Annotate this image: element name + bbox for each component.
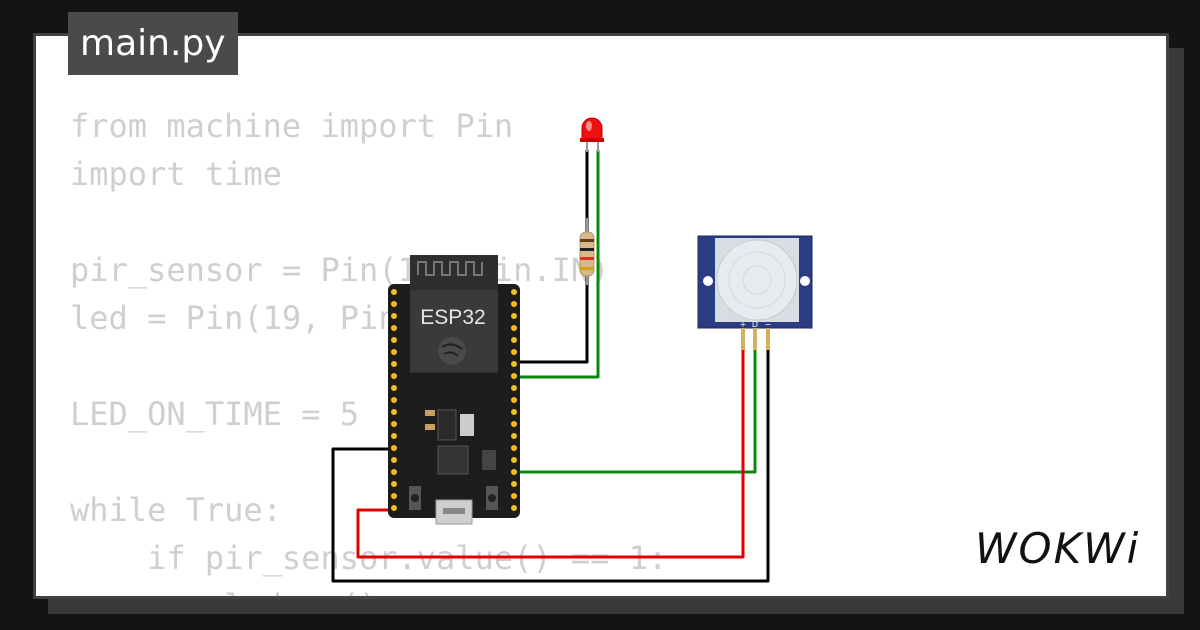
pir-motion-sensor[interactable]: + D − [697, 235, 813, 350]
wire-led-gnd [518, 150, 589, 364]
wokwi-logo: WOKWi [975, 524, 1141, 573]
code-line: led.on() [70, 582, 667, 596]
pir-pin-label: D [752, 320, 758, 329]
usb-port-icon [435, 499, 473, 525]
wire-pir-power [356, 328, 745, 559]
red-led[interactable] [580, 117, 604, 152]
resistor[interactable] [579, 218, 595, 285]
wires [331, 150, 770, 583]
wire-led-signal [516, 150, 600, 379]
pir-pin-label: − [765, 320, 772, 329]
file-name-tab[interactable]: main.py [68, 12, 238, 75]
code-line: import time [70, 155, 282, 193]
espressif-logo-icon [438, 337, 466, 365]
code-line: LED_ON_TIME = 5 [70, 395, 359, 433]
wire-pir-signal [516, 328, 757, 474]
esp32-board[interactable]: ESP32 [388, 255, 520, 525]
code-line: from machine import Pin [70, 107, 514, 145]
esp32-pins-right [511, 289, 517, 511]
pir-pin-label: + [740, 320, 747, 329]
wire-pir-gnd [331, 328, 770, 583]
esp32-pins-left [391, 289, 397, 511]
esp32-label: ESP32 [420, 306, 485, 329]
code-line: while True: [70, 491, 282, 529]
